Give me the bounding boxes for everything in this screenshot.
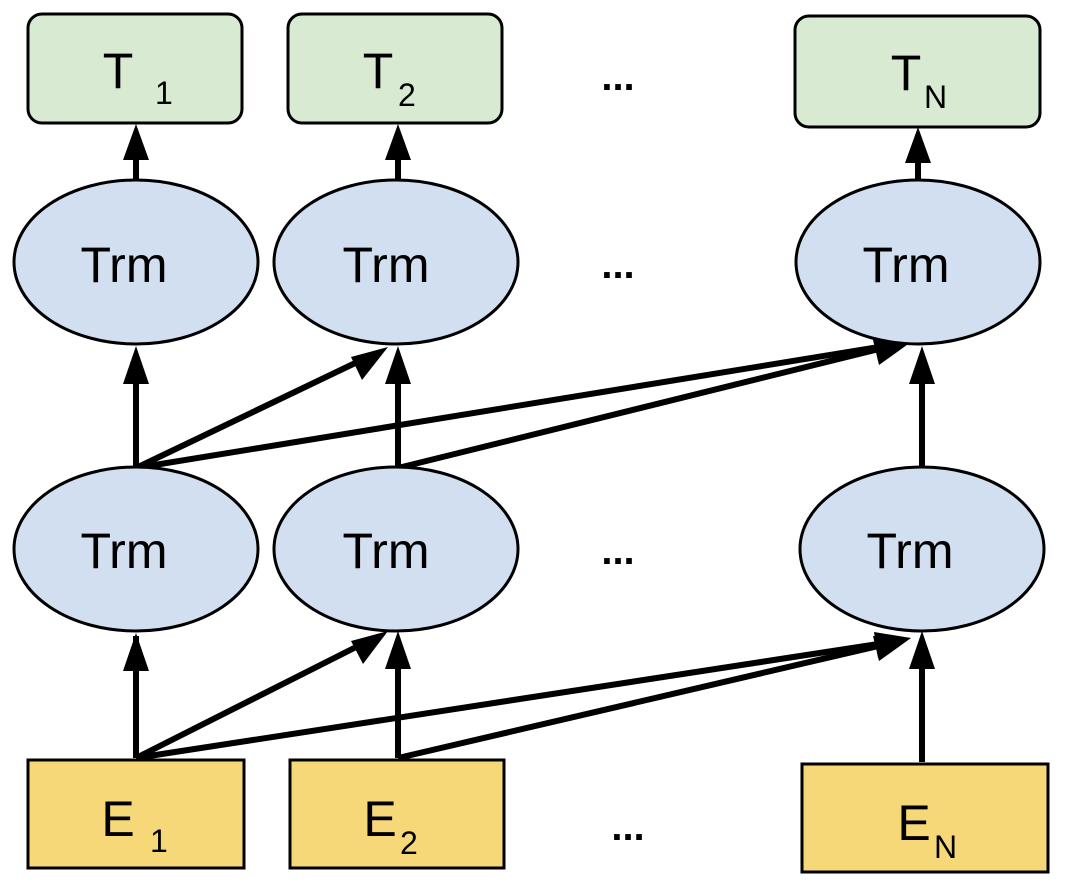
edge-e1-trmn	[135, 639, 892, 761]
input-row: E 1 E 2 E N ...	[26, 758, 1050, 874]
edges-upper-to-output	[123, 124, 931, 181]
input-ellipsis: ...	[611, 805, 644, 849]
output-ellipsis: ...	[601, 55, 634, 99]
arrowhead	[385, 631, 411, 669]
output-subscript: 1	[155, 75, 173, 111]
output-row: T 1 T 2 T N ...	[26, 12, 1042, 129]
arrowhead	[123, 124, 149, 160]
lower-trm-node-n: Trm	[798, 465, 1046, 633]
edge-trm2-utrmn	[397, 343, 892, 471]
input-subscript: 2	[400, 825, 418, 861]
input-subscript: N	[934, 829, 957, 865]
input-letter: E	[101, 791, 134, 847]
lower-ellipsis: ...	[601, 529, 634, 573]
output-box-t1: T 1	[26, 12, 244, 125]
lower-trm-node-2: Trm	[272, 465, 520, 633]
trm-label: Trm	[343, 237, 430, 293]
output-box-t2: T 2	[286, 12, 504, 125]
arrowhead	[905, 127, 931, 163]
input-letter: E	[897, 795, 930, 851]
trm-label: Trm	[343, 523, 430, 579]
trm-label: Trm	[81, 237, 168, 293]
upper-ellipsis: ...	[601, 243, 634, 287]
trm-label: Trm	[863, 237, 950, 293]
output-letter: T	[891, 45, 922, 101]
lower-trm-node-1: Trm	[12, 465, 260, 633]
trm-label: Trm	[81, 523, 168, 579]
edges-input-to-lower	[123, 631, 935, 762]
lower-trm-layer: Trm Trm Trm ...	[12, 465, 1046, 633]
arrowhead	[123, 346, 149, 384]
output-subscript: N	[924, 79, 947, 115]
input-box-e1: E 1	[26, 758, 246, 870]
arrowhead	[351, 347, 388, 380]
output-letter: T	[103, 43, 134, 99]
input-box-e2: E 2	[288, 758, 506, 870]
edges-lower-to-upper	[123, 335, 935, 471]
arrowhead	[385, 346, 411, 384]
input-box-en: E N	[800, 762, 1050, 874]
arrowhead	[909, 631, 935, 669]
input-subscript: 1	[150, 823, 168, 859]
arrowhead	[873, 340, 911, 365]
output-letter: T	[363, 43, 394, 99]
upper-trm-node-1: Trm	[12, 178, 260, 346]
edge-e2-trmn	[397, 640, 892, 761]
input-letter: E	[363, 791, 396, 847]
edge-e1-trm2	[134, 636, 374, 761]
upper-trm-node-2: Trm	[272, 178, 520, 346]
output-subscript: 2	[398, 77, 416, 113]
edge-trm1-utrmn	[135, 342, 892, 471]
upper-trm-node-n: Trm	[794, 178, 1042, 346]
arrowhead	[873, 636, 911, 661]
trm-label: Trm	[867, 523, 954, 579]
output-box-tn: T N	[793, 14, 1042, 129]
edge-trm1-utrm2	[134, 352, 374, 471]
arrowhead	[909, 346, 935, 384]
arrowhead	[385, 124, 411, 160]
arrowhead	[123, 633, 149, 671]
upper-trm-layer: Trm Trm Trm ...	[12, 178, 1042, 346]
arrowhead	[351, 631, 388, 664]
